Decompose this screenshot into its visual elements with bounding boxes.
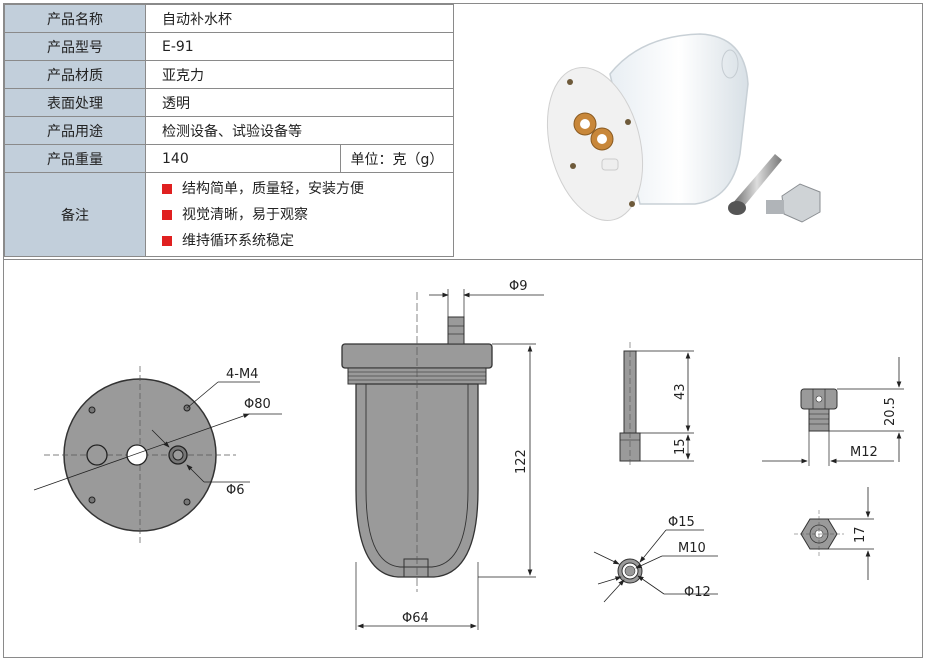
label-d15: Φ15 xyxy=(668,515,695,530)
label-d64: Φ64 xyxy=(402,611,429,626)
screw xyxy=(570,163,576,169)
pin-end-view: Φ15 M10 Φ12 xyxy=(593,515,718,603)
technical-drawing: 4-M4 Φ80 Φ6 Φ9 122 Φ64 xyxy=(33,279,904,630)
label-20-5: 20.5 xyxy=(883,397,898,426)
fitting-top-view: 17 xyxy=(794,487,874,580)
label-43: 43 xyxy=(673,383,688,400)
weight-value: 140 xyxy=(145,144,341,173)
section-divider xyxy=(3,259,923,260)
bullet-icon xyxy=(162,183,172,194)
use-label: 产品用途 xyxy=(4,116,146,145)
spec-row-weight: 产品重量 140 单位：克（g） xyxy=(4,144,454,173)
note-item: 结构简单，质量轻，安装方便 xyxy=(162,176,453,202)
screw xyxy=(625,119,631,125)
name-value: 自动补水杯 xyxy=(145,4,454,33)
material-value: 亚克力 xyxy=(145,60,454,89)
material-label: 产品材质 xyxy=(4,60,146,89)
surface-label: 表面处理 xyxy=(4,88,146,117)
label-m10: M10 xyxy=(678,541,706,556)
spec-row-use: 产品用途 检测设备、试验设备等 xyxy=(4,116,454,145)
note-item: 维持循环系统稳定 xyxy=(162,228,453,254)
model-label: 产品型号 xyxy=(4,32,146,61)
notes-label: 备注 xyxy=(4,172,146,257)
label-d80: Φ80 xyxy=(244,397,271,412)
brass-port-1-hole xyxy=(580,119,590,129)
spec-row-material: 产品材质 亚克力 xyxy=(4,60,454,89)
bullet-icon xyxy=(162,209,172,220)
pin-view: 43 15 xyxy=(619,342,694,468)
fitting-thread xyxy=(766,200,784,214)
spec-table: 产品名称 自动补水杯 产品型号 E-91 产品材质 亚克力 表面处理 透明 产品… xyxy=(4,4,454,257)
label-d12: Φ12 xyxy=(684,585,711,600)
note-text: 维持循环系统稳定 xyxy=(182,232,294,249)
label-d9: Φ9 xyxy=(509,279,528,294)
cup-body xyxy=(609,33,749,205)
label-17: 17 xyxy=(853,526,868,543)
note-text: 视觉清晰，易于观察 xyxy=(182,206,308,223)
pin-end xyxy=(728,201,746,215)
note-text: 结构简单，质量轻，安装方便 xyxy=(182,180,364,197)
weight-label: 产品重量 xyxy=(4,144,146,173)
label-122: 122 xyxy=(514,449,529,474)
cup-highlight xyxy=(721,49,739,79)
weight-unit: 单位：克（g） xyxy=(340,144,454,173)
brass-port-2-hole xyxy=(597,134,607,144)
screw xyxy=(567,79,573,85)
hex-fitting xyxy=(781,183,821,223)
label-m12: M12 xyxy=(850,445,878,460)
surface-value: 透明 xyxy=(145,88,454,117)
label-15-height: 15 xyxy=(673,438,688,455)
spec-row-surface: 表面处理 透明 xyxy=(4,88,454,117)
fitting-side-view: 20.5 M12 xyxy=(762,357,904,466)
notes-value: 结构简单，质量轻，安装方便 视觉清晰，易于观察 维持循环系统稳定 xyxy=(145,172,454,257)
name-label: 产品名称 xyxy=(4,4,146,33)
note-item: 视觉清晰，易于观察 xyxy=(162,202,453,228)
spec-row-model: 产品型号 E-91 xyxy=(4,32,454,61)
label-d6: Φ6 xyxy=(226,483,245,498)
use-value: 检测设备、试验设备等 xyxy=(145,116,454,145)
spec-row-name: 产品名称 自动补水杯 xyxy=(4,4,454,33)
pin-part xyxy=(732,154,782,211)
product-photo xyxy=(546,33,821,223)
spec-sheet xyxy=(3,3,923,658)
spec-row-notes: 备注 结构简单，质量轻，安装方便 视觉清晰，易于观察 维持循环系统稳定 xyxy=(4,172,454,257)
bullet-icon xyxy=(162,235,172,246)
nozzle xyxy=(601,158,619,171)
label-4-m4: 4-M4 xyxy=(226,367,258,382)
base-plate-view: 4-M4 Φ80 Φ6 xyxy=(33,366,282,546)
model-value: E-91 xyxy=(145,32,454,61)
screw xyxy=(629,201,635,207)
cup-side-view: Φ9 122 Φ64 xyxy=(341,279,544,630)
